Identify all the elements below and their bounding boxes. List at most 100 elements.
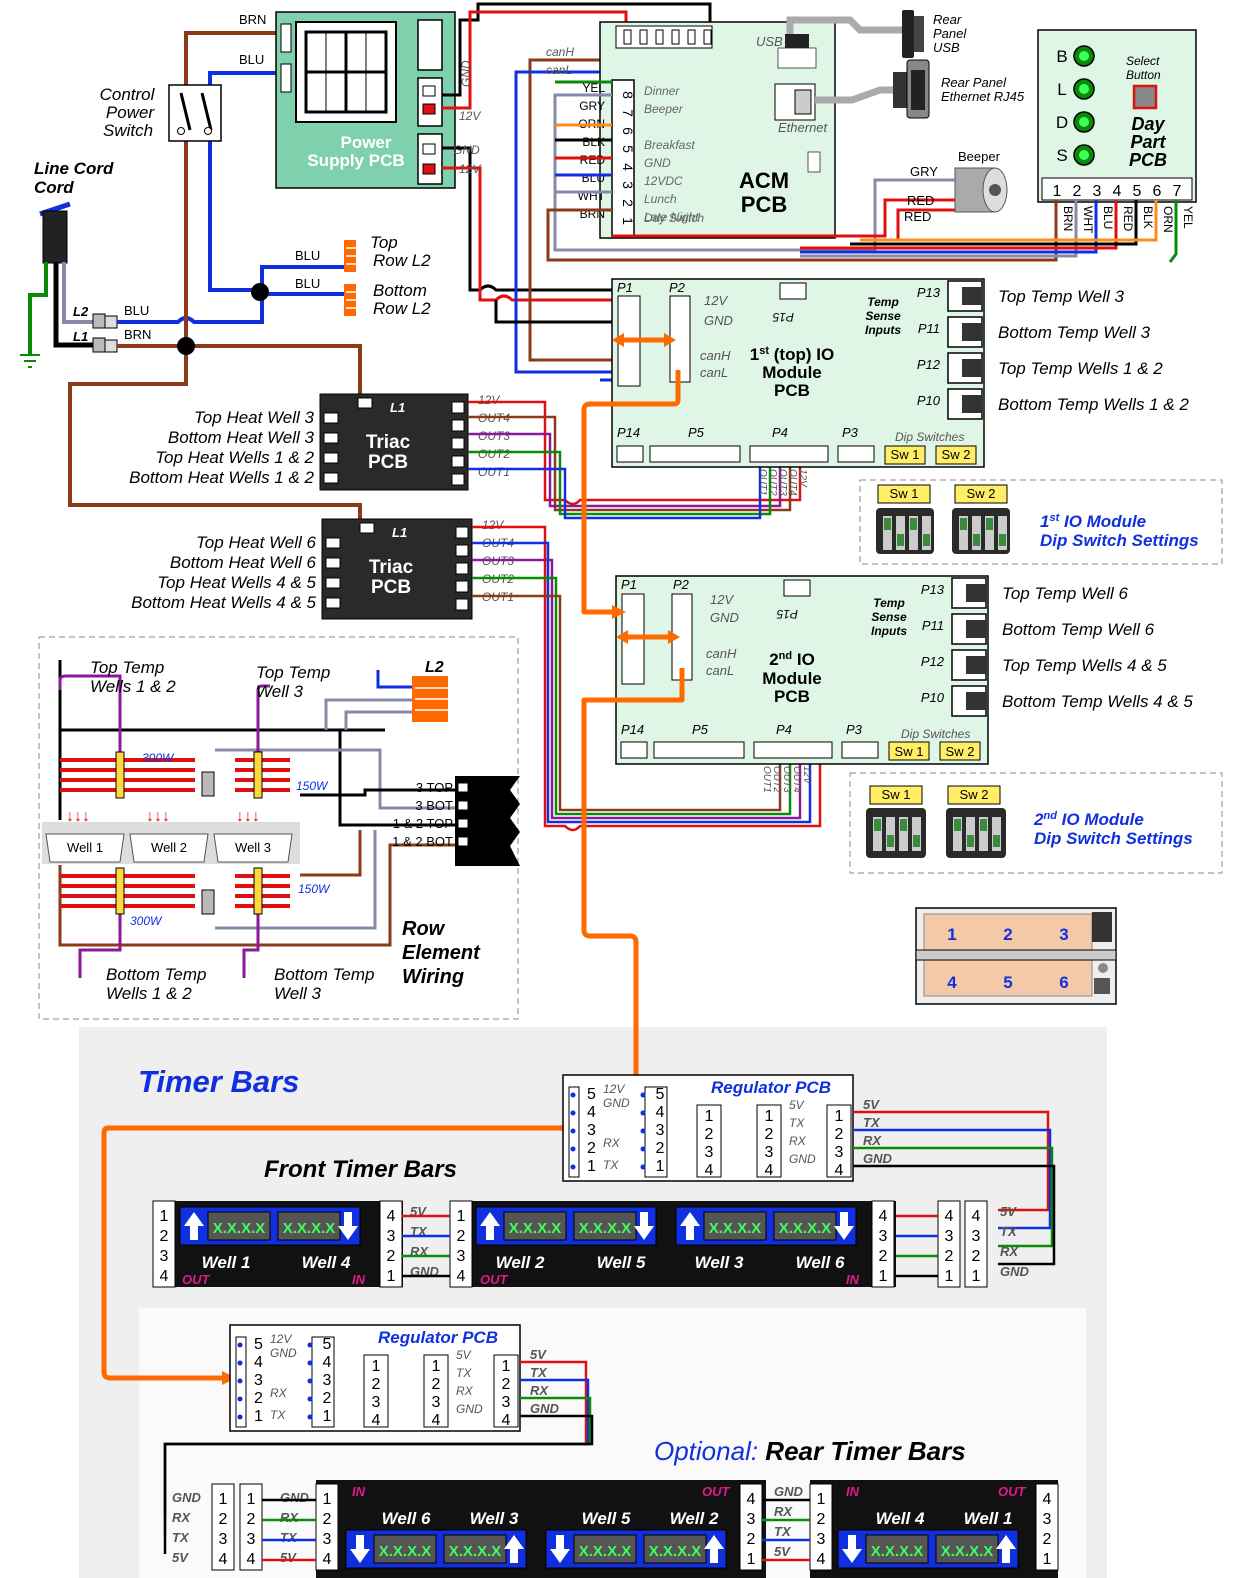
bar-pin: 4 [387, 1208, 396, 1225]
temp-sense-input-label: Bottom Temp Well 6 [1002, 620, 1155, 639]
dip-switch-toggle [896, 516, 905, 550]
io-connector-label: P3 [842, 425, 859, 440]
timer-digit-window [277, 1211, 341, 1241]
triac-pcb-1: L1 Triac PCB [319, 393, 469, 491]
led-icon [1079, 150, 1089, 160]
regulator-pin-dot [237, 1342, 243, 1348]
regulator-pin: 1 [432, 1358, 441, 1375]
svg-text:Dip Switch Settings: Dip Switch Settings [1040, 531, 1199, 550]
dip-switch-toggle [972, 516, 981, 550]
svg-text:GND: GND [459, 60, 473, 87]
triac-pin [451, 401, 465, 414]
rear-timer-bars-title: Optional: Rear Timer Bars [654, 1436, 966, 1466]
triac-pin [455, 580, 469, 593]
bar-signal: GND [774, 1484, 804, 1499]
day-part-title: Day [1131, 114, 1165, 134]
dip-switch-toggle [967, 835, 974, 847]
regulator-pin-dot [640, 1164, 646, 1170]
bar-pin: 2 [1043, 1531, 1052, 1548]
terminal-label: 1 & 2 TOP [393, 816, 453, 831]
timer-digit-window [503, 1211, 567, 1241]
triac-terminal [325, 557, 341, 569]
bar-pin: 4 [219, 1551, 228, 1568]
regulator-pin: 1 [372, 1358, 381, 1375]
regulator-connector [756, 1104, 782, 1178]
well-label: Well 3 [235, 840, 271, 855]
bar-well-label: Well 4 [876, 1509, 925, 1528]
svg-text:BLU: BLU [124, 303, 149, 318]
day-part-led-label: L [1057, 80, 1066, 99]
l1-label: L1 [73, 329, 88, 344]
rear-usb: Rear Panel USB [785, 10, 967, 58]
regulator-pin-dot [570, 1128, 576, 1134]
dip-switch-toggle [953, 817, 962, 851]
io-connector-label: P12 [917, 357, 941, 372]
rear-usb-label: Rear [933, 12, 962, 27]
day-part-pcb: Select Button Day Part PCB [1037, 29, 1197, 203]
regulator-pin-dot [307, 1396, 313, 1402]
bar-pin: 2 [247, 1511, 256, 1528]
regulator-output: RX [863, 1133, 882, 1148]
bar-pin: 2 [387, 1248, 396, 1265]
dip-switch-toggle [954, 819, 961, 831]
regulator-pin: 4 [587, 1104, 596, 1121]
regulator-connector [423, 1354, 449, 1428]
svg-text:Ethernet RJ45: Ethernet RJ45 [941, 89, 1025, 104]
control-power-switch[interactable]: Control Power Switch [100, 84, 222, 142]
day-part-pin: 5 [1133, 183, 1142, 200]
dip-switch-toggle [913, 835, 920, 847]
io1-title: 1st (top) IO [750, 345, 834, 364]
regulator-wire [853, 1110, 1050, 1212]
bar-signal: GND [1000, 1264, 1030, 1279]
svg-text:Wiring: Wiring [402, 966, 464, 988]
temp-sense-connector [962, 287, 982, 305]
io2-dip-title: 2nd IO Module [1033, 810, 1144, 829]
triac-pin [451, 473, 465, 486]
bar-signal: 5V [172, 1550, 189, 1565]
svg-text:Module: Module [762, 363, 822, 382]
svg-text:PCB: PCB [1129, 150, 1167, 170]
bar-pin: 4 [945, 1208, 954, 1225]
regulator-pin: 4 [432, 1412, 441, 1429]
temp-sense-input-label: Top Temp Well 3 [998, 287, 1125, 306]
regulator-pin: 1 [323, 1408, 332, 1425]
io-connector-label: P5 [692, 722, 709, 737]
regulator-pin: 2 [502, 1376, 511, 1393]
triac-pin [455, 544, 469, 557]
acm-pin-number: 8 [620, 91, 636, 99]
p4-pin-label: OUT4 [787, 469, 798, 496]
led-icon [1079, 51, 1089, 61]
regulator-pin: 3 [835, 1144, 844, 1161]
bar-pin: 3 [247, 1531, 256, 1548]
well-pan [45, 833, 125, 863]
acm-pin-function: Beeper [644, 102, 684, 116]
regulator-pin-dot [570, 1092, 576, 1098]
day-part-led-label: D [1056, 113, 1068, 132]
p4-pin-label: 12V [797, 469, 808, 488]
regulator-pin: 3 [656, 1122, 665, 1139]
bar-signal: GND [280, 1490, 310, 1505]
triac-pin-label: OUT1 [478, 465, 510, 479]
regulator-pin: 4 [705, 1162, 714, 1179]
regulator-pin: 3 [502, 1394, 511, 1411]
temp-sense-connector [966, 656, 986, 674]
up-arrow-icon [184, 1212, 204, 1240]
l2-connectors: BLU BLU Top Row L2 Bottom Row L2 [295, 233, 431, 318]
timer-digits: X.X.X.X [579, 1220, 632, 1237]
dip-switch-toggle [899, 817, 908, 851]
timer-digit-window [643, 1534, 707, 1564]
bar-signal: RX [774, 1504, 793, 1519]
acm-pin-function: Dinner [644, 84, 680, 98]
triac-output-label: Bottom Heat Wells 1 & 2 [129, 468, 314, 487]
row-temp-label: Wells 1 & 2 [90, 677, 176, 696]
temp-sense-connector [966, 692, 986, 710]
acm-pin-color: YEL [582, 81, 605, 95]
rear-ethernet-label: Rear Panel [941, 75, 1007, 90]
triac-pin-label: 12V [482, 518, 504, 532]
beeper: Beeper GRY RED RED [553, 93, 1008, 252]
select-button[interactable] [1132, 84, 1158, 110]
timer-digit-window [865, 1534, 929, 1564]
day-part-pin: 6 [1153, 183, 1162, 200]
bar-pin: 4 [457, 1268, 466, 1285]
bar-signal: TX [280, 1530, 298, 1545]
